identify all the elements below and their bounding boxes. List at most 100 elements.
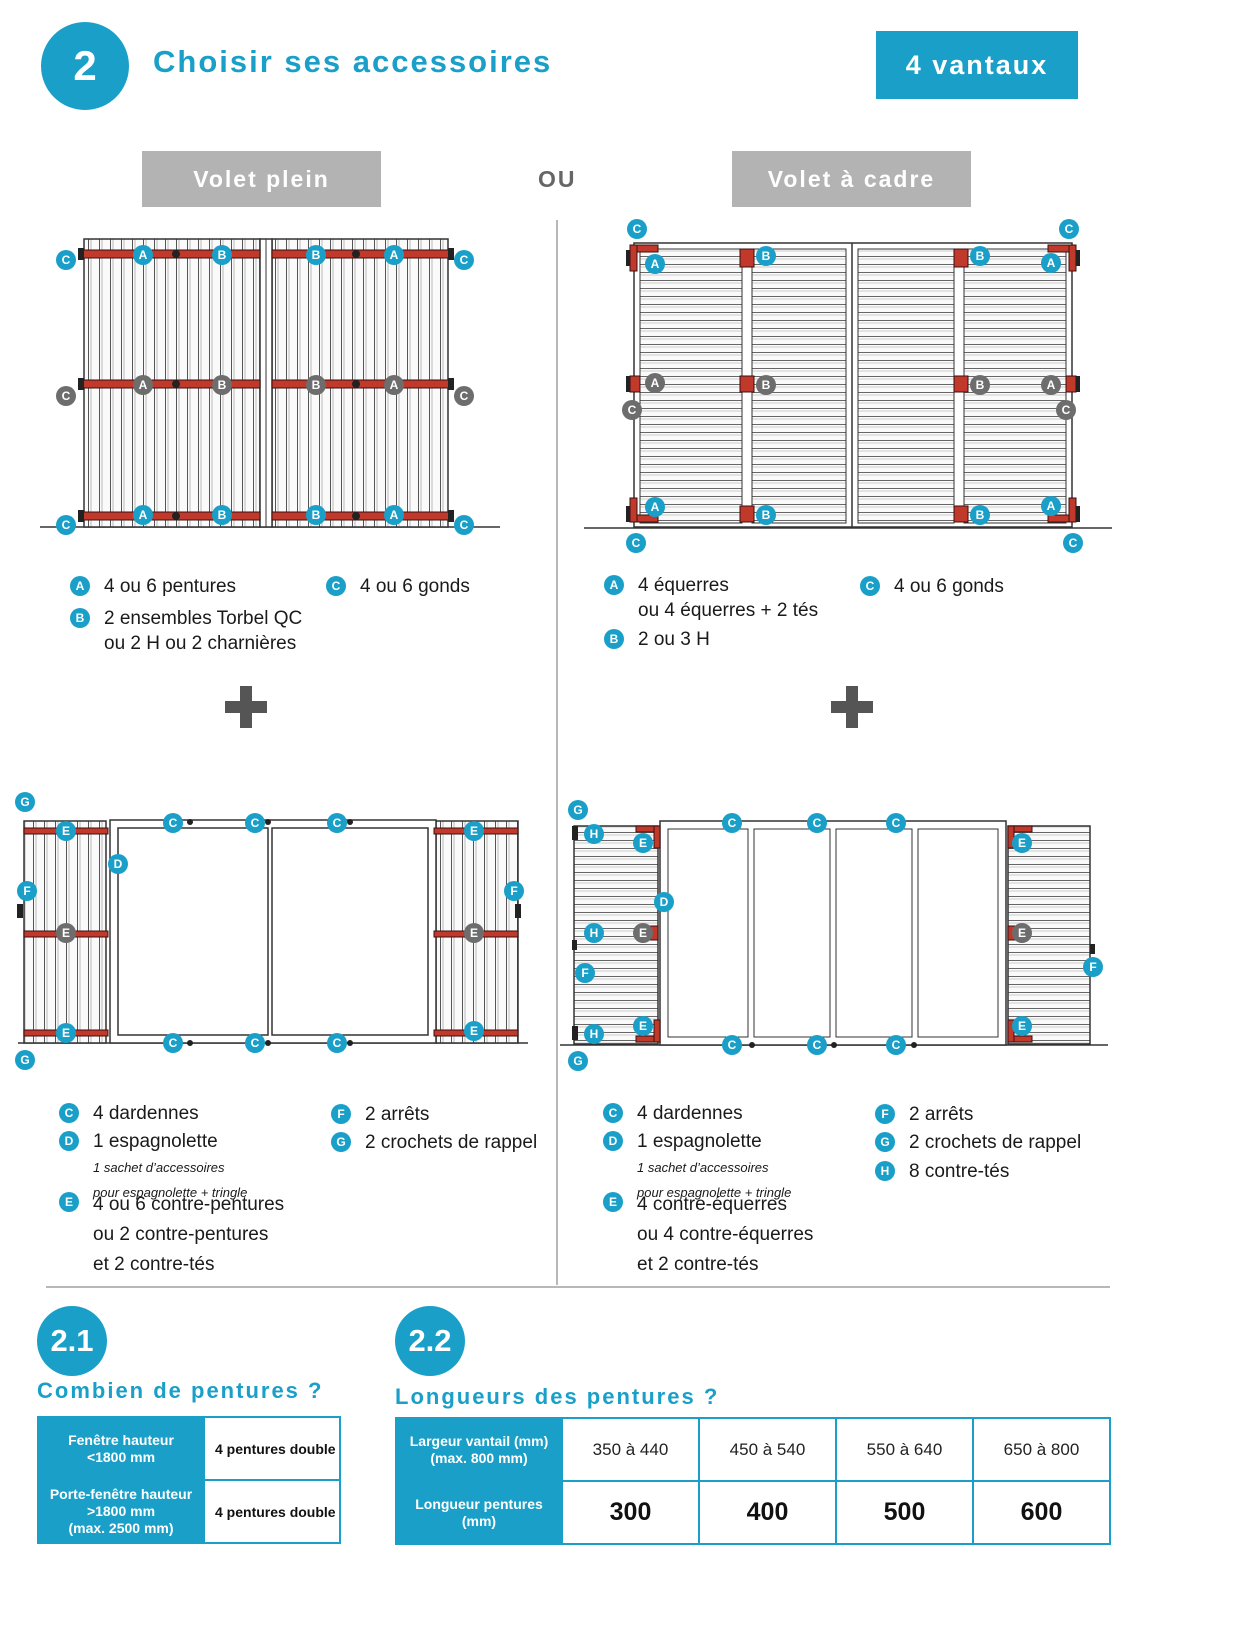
marker-d: D	[654, 892, 674, 912]
svg-text:B: B	[762, 249, 771, 263]
svg-text:A: A	[390, 378, 399, 392]
svg-text:C: C	[460, 518, 469, 532]
svg-text:A: A	[1047, 378, 1056, 392]
svg-text:A: A	[651, 257, 660, 271]
svg-text:B: B	[218, 378, 227, 392]
marker-c: C	[163, 813, 183, 833]
marker-e: E	[633, 833, 653, 853]
svg-text:C: C	[728, 816, 737, 830]
marker-a: A	[133, 375, 153, 395]
marker-e: E	[464, 821, 484, 841]
length-cell: 300	[561, 1480, 700, 1545]
svg-text:C: C	[892, 816, 901, 830]
marker-a: A	[133, 505, 153, 525]
marker-b: B	[306, 245, 326, 265]
volet-cadre-open-diagram	[560, 820, 1108, 1048]
marker-g: G	[15, 792, 35, 812]
marker-b: B	[306, 375, 326, 395]
row-value: 4 pentures double	[203, 1416, 341, 1481]
marker-c: C	[1063, 533, 1083, 553]
svg-text:E: E	[470, 926, 478, 940]
svg-text:G: G	[573, 803, 582, 817]
svg-text:F: F	[23, 884, 30, 898]
table-row: Longueur pentures(mm) 300 400 500 600	[395, 1480, 1111, 1545]
marker-g: G	[568, 800, 588, 820]
marker-a: A	[1041, 375, 1061, 395]
marker-b: B	[970, 246, 990, 266]
svg-text:C: C	[813, 816, 822, 830]
svg-text:G: G	[20, 795, 29, 809]
svg-text:D: D	[114, 857, 123, 871]
marker-e: E	[464, 1021, 484, 1041]
marker-e: E	[1012, 833, 1032, 853]
marker-h: H	[584, 923, 604, 943]
svg-text:F: F	[510, 884, 517, 898]
or-label: OU	[538, 166, 577, 192]
marker-g: G	[568, 1051, 588, 1071]
svg-text:C: C	[251, 1036, 260, 1050]
svg-text:G: G	[573, 1054, 582, 1068]
svg-text:H: H	[590, 1027, 599, 1041]
label-volet-plein: Volet plein	[142, 151, 381, 207]
table-row: Fenêtre hauteur<1800 mm 4 pentures doubl…	[37, 1416, 341, 1481]
svg-text:A: A	[139, 378, 148, 392]
svg-text:A: A	[1047, 499, 1056, 513]
marker-a: A	[1041, 253, 1061, 273]
svg-text:F: F	[581, 966, 588, 980]
marker-b: B	[970, 375, 990, 395]
svg-text:C: C	[1062, 403, 1071, 417]
pentures-count-table: Fenêtre hauteur<1800 mm 4 pentures doubl…	[37, 1416, 341, 1544]
marker-c: C	[627, 219, 647, 239]
marker-c: C	[245, 1033, 265, 1053]
marker-c: C	[454, 515, 474, 535]
svg-text:E: E	[470, 824, 478, 838]
marker-b: B	[306, 505, 326, 525]
marker-f: F	[575, 963, 595, 983]
markers-volet-plein-closed: C C C C C C A B B A A B B A A B B A	[56, 245, 474, 535]
svg-text:F: F	[1089, 960, 1096, 974]
marker-e: E	[633, 923, 653, 943]
svg-text:B: B	[976, 378, 985, 392]
svg-text:E: E	[1018, 836, 1026, 850]
svg-text:B: B	[312, 248, 321, 262]
svg-text:B: B	[762, 508, 771, 522]
legend-plein-bottom-d: D 1 espagnolette 1 sachet d’accessoires …	[59, 1129, 247, 1204]
svg-text:C: C	[251, 816, 260, 830]
svg-text:B: B	[312, 378, 321, 392]
marker-e: E	[633, 1016, 653, 1036]
volet-plein-closed-diagram	[40, 238, 500, 528]
marker-e: E	[56, 1023, 76, 1043]
marker-c: C	[1059, 219, 1079, 239]
plus-signs	[225, 686, 873, 728]
marker-c: C	[327, 813, 347, 833]
svg-text:E: E	[62, 926, 70, 940]
marker-b: B	[756, 375, 776, 395]
leaf-count-tag: 4 vantaux	[876, 31, 1078, 99]
svg-text:C: C	[460, 389, 469, 403]
svg-text:C: C	[62, 518, 71, 532]
marker-f: F	[17, 881, 37, 901]
svg-text:B: B	[218, 508, 227, 522]
svg-text:D: D	[660, 895, 669, 909]
svg-text:A: A	[651, 500, 660, 514]
svg-text:E: E	[62, 824, 70, 838]
svg-text:A: A	[1047, 256, 1056, 270]
svg-text:C: C	[813, 1038, 822, 1052]
marker-e: E	[56, 923, 76, 943]
marker-c: C	[886, 813, 906, 833]
marker-g: G	[15, 1050, 35, 1070]
markers-volet-cadre-open: G H E C C C E D H E E F F E E H C C C G	[568, 800, 1103, 1071]
svg-text:H: H	[590, 827, 599, 841]
svg-text:E: E	[639, 836, 647, 850]
marker-c: C	[327, 1033, 347, 1053]
marker-c: C	[454, 250, 474, 270]
svg-text:C: C	[333, 816, 342, 830]
marker-a: A	[645, 497, 665, 517]
